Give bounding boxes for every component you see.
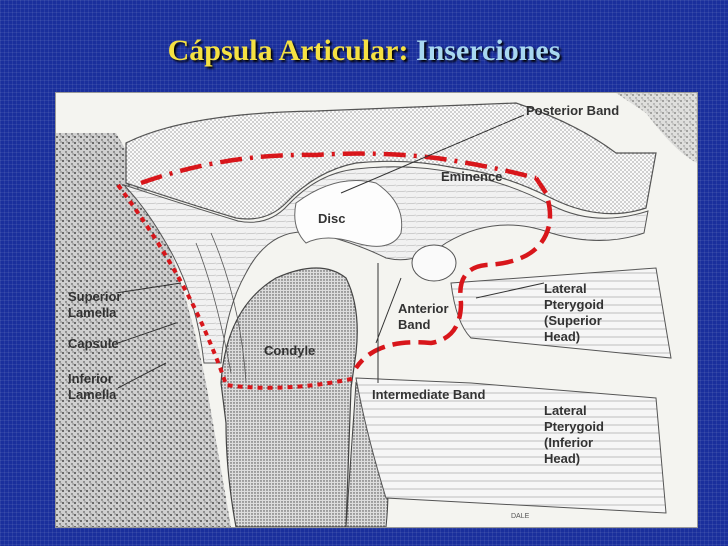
label-lat-pterygoid-sup-line3: (Superior	[544, 313, 602, 328]
label-capsule: Capsule	[68, 336, 119, 351]
label-lat-pterygoid-sup-line1: Lateral	[544, 281, 587, 296]
slide-title: Cápsula Articular: Inserciones	[0, 34, 728, 68]
label-intermediate-band: Intermediate Band	[372, 387, 485, 402]
label-anterior-band-line2: Band	[398, 317, 431, 332]
condyle	[220, 267, 358, 527]
insertion-line-anterior	[354, 176, 553, 370]
label-anterior-band-line1: Anterior	[398, 301, 449, 316]
label-eminence: Eminence	[441, 169, 502, 184]
leader-lines	[115, 114, 545, 389]
capsule-line-1	[195, 242, 232, 374]
label-superior-lamella-line1: Superior	[68, 289, 121, 304]
soft-tissue-top-right	[616, 93, 697, 163]
lateral-pterygoid-superior	[450, 267, 672, 359]
lateral-pterygoid-inferior	[355, 377, 667, 514]
temporal-bone	[125, 102, 657, 220]
tmj-diagram: Posterior Band Eminence Disc Superior La…	[55, 92, 698, 528]
label-inferior-lamella-line2: Lamella	[68, 387, 117, 402]
label-condyle: Condyle	[264, 343, 315, 358]
artist-signature: DALE	[511, 513, 530, 520]
capsule-line-2	[210, 232, 247, 384]
insertion-line-upper	[140, 151, 537, 186]
anterior-band-shape	[411, 244, 457, 282]
label-posterior-band: Posterior Band	[526, 103, 619, 118]
label-lat-pterygoid-inf-line2: Pterygoid	[544, 419, 604, 434]
label-lat-pterygoid-sup-line4: Head)	[544, 329, 580, 344]
title-main: Cápsula Articular:	[167, 34, 409, 67]
tmj-illustration: Posterior Band Eminence Disc Superior La…	[56, 93, 697, 527]
label-lat-pterygoid-inf-line4: Head)	[544, 451, 580, 466]
title-accent: Inserciones	[415, 34, 561, 67]
label-lat-pterygoid-inf-line1: Lateral	[544, 403, 587, 418]
label-inferior-lamella-line1: Inferior	[68, 371, 113, 386]
soft-tissue-left	[56, 133, 231, 527]
label-lat-pterygoid-sup-line2: Pterygoid	[544, 297, 604, 312]
insertion-line-posterior	[116, 183, 357, 390]
articular-disc	[294, 180, 403, 247]
label-lat-pterygoid-inf-line3: (Inferior	[544, 435, 593, 450]
label-disc: Disc	[318, 211, 345, 226]
label-superior-lamella-line2: Lamella	[68, 305, 117, 320]
disc-and-capsule	[123, 166, 649, 364]
